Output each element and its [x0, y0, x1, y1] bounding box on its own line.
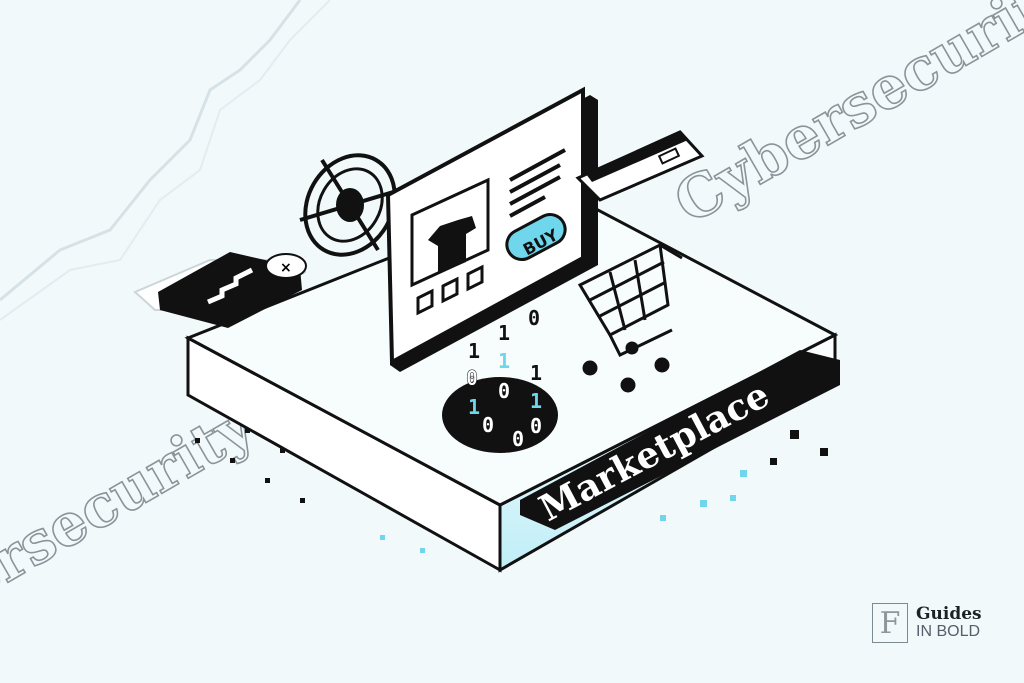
shopping-cart-icon [577, 242, 683, 393]
background-line-2 [0, 0, 331, 321]
thumbnail-boxes [416, 264, 484, 316]
binary-digit: 0 [512, 427, 524, 451]
logo-line1: Guides [916, 604, 982, 624]
binary-digit: 1 [498, 321, 510, 345]
cybersecurity-bottom-text: Cybersecurity [0, 390, 267, 674]
binary-hole [442, 377, 558, 453]
binary-digit: 1 [498, 349, 510, 373]
decor-dots [195, 428, 828, 503]
binary-digit: 1 [468, 395, 480, 419]
price-chart-card: × [133, 252, 307, 328]
close-icon: × [280, 260, 292, 276]
target-icon [299, 153, 401, 257]
tshirt-icon [428, 216, 476, 274]
guides-in-bold-logo: F Guides IN BOLD [872, 603, 982, 643]
binary-digit: 0 [482, 413, 494, 437]
binary-digit: 0 [530, 414, 542, 438]
binary-digit: 0 [466, 366, 478, 390]
text-lines [509, 148, 566, 218]
binary-digits: 1 1 0 1 1 0 0 1 1 0 0 0 [466, 306, 542, 451]
binary-digit: 1 [468, 339, 480, 363]
binary-digit: 1 [530, 361, 542, 385]
binary-digit: 0 [528, 306, 540, 330]
credit-card-icon [575, 130, 705, 202]
logo-line2: IN BOLD [916, 623, 981, 640]
logo-text: Guides IN BOLD [916, 605, 982, 641]
logo-mark: F [872, 603, 908, 643]
product-screen: BUY [385, 86, 598, 372]
binary-digit: 0 [498, 379, 510, 403]
zigzag-icon [207, 267, 254, 305]
decor-dots-accent [380, 470, 747, 553]
cybersecurity-top-text: Cybersecurity [663, 0, 1024, 237]
background-line [0, 0, 302, 302]
binary-digit: 1 [530, 389, 542, 413]
